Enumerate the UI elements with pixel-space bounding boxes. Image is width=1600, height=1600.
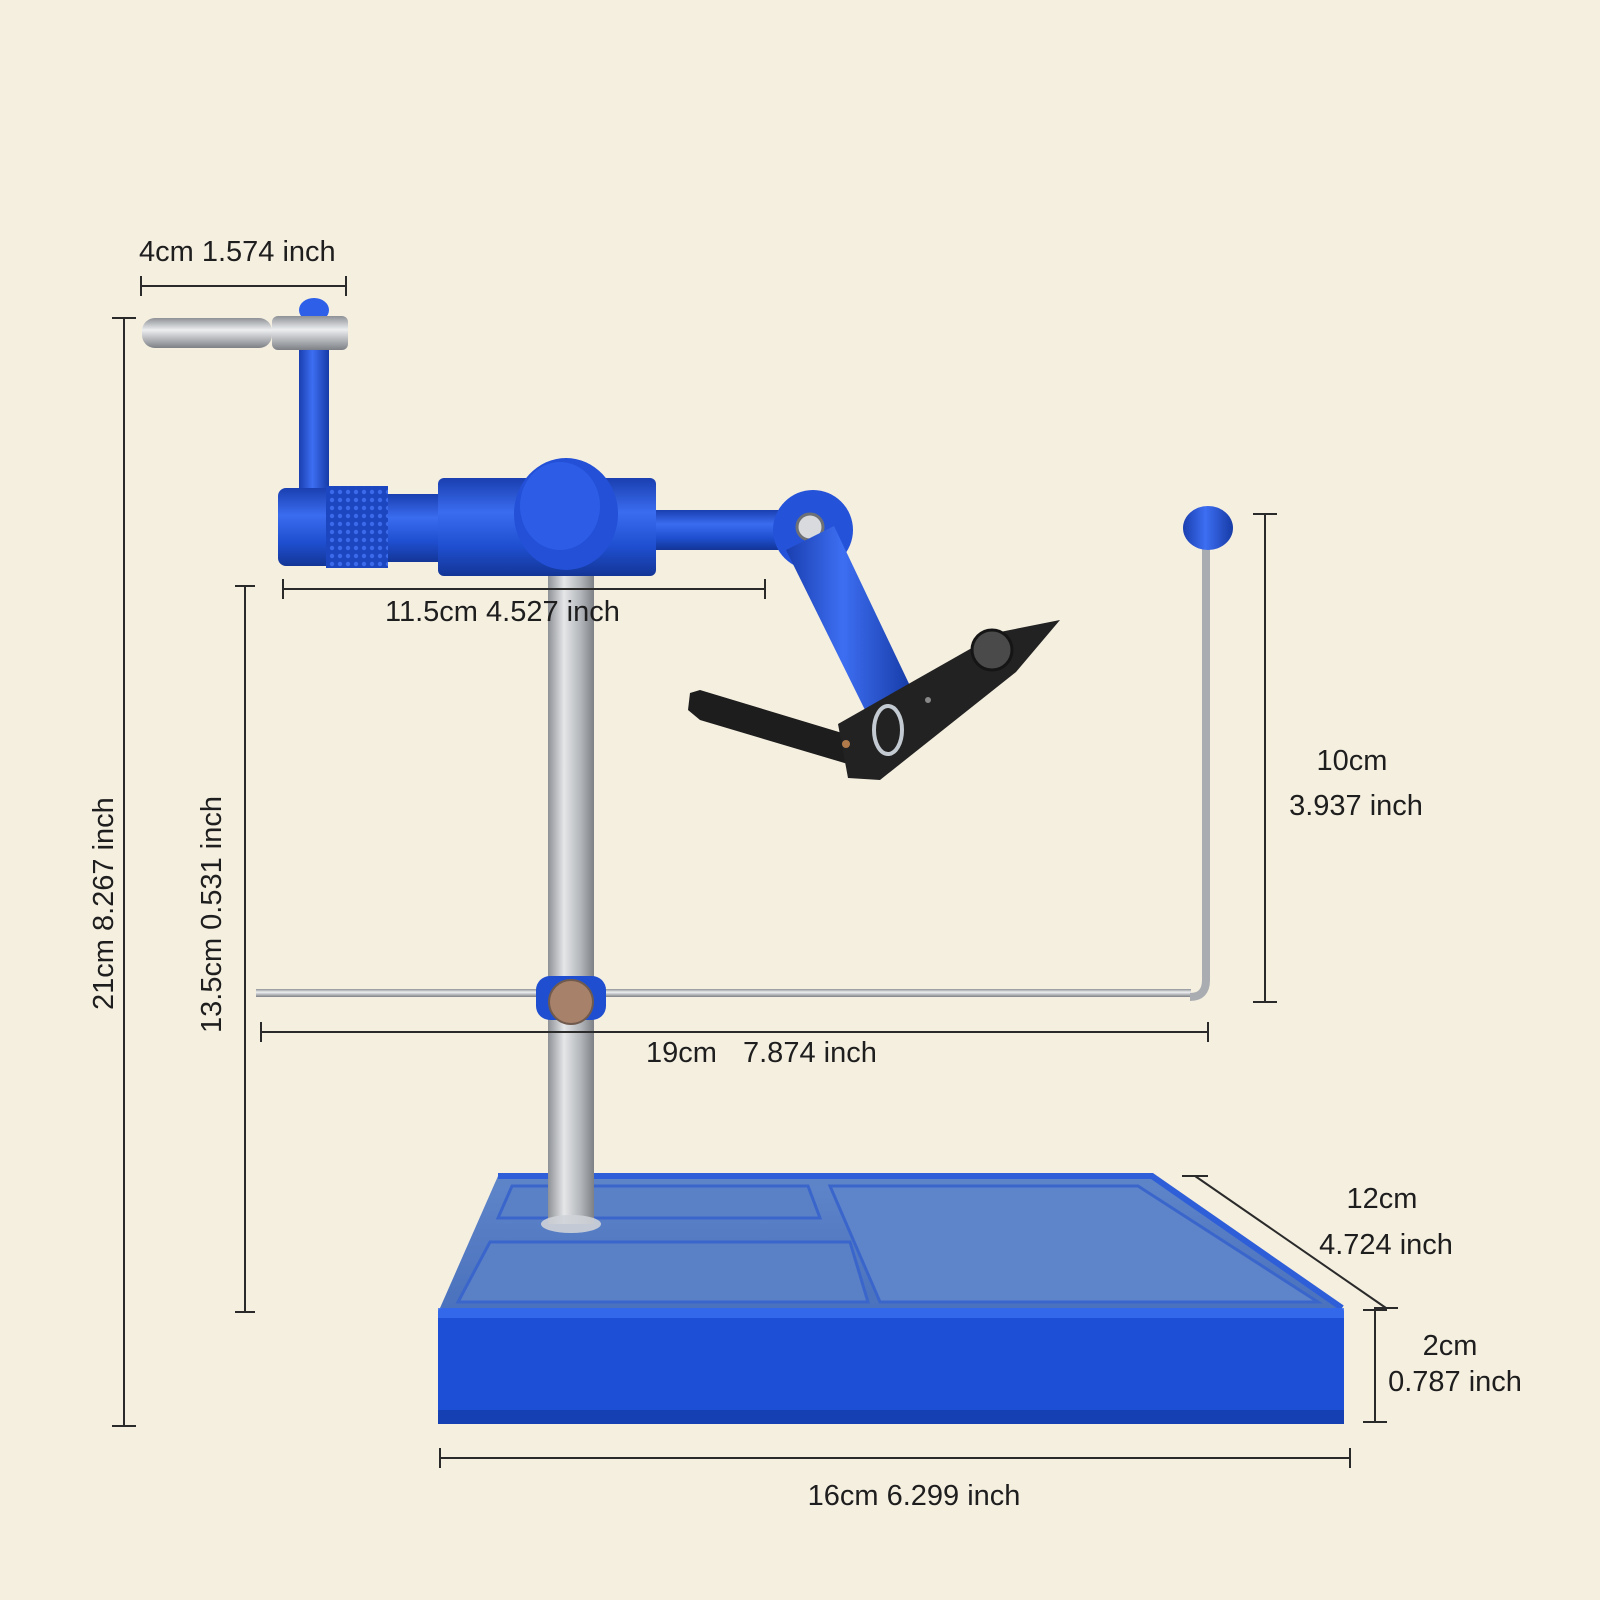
vise-head: [142, 298, 1060, 780]
bobbin-rest-rod: [256, 506, 1233, 1001]
stem-washer: [541, 1215, 601, 1233]
label-base-depth-cm: 12cm: [1346, 1183, 1418, 1215]
label-base-height-cm: 2cm: [1422, 1330, 1478, 1362]
label-rod-length-cm: 19cm: [646, 1037, 717, 1069]
dimension-lines: [112, 276, 1398, 1468]
label-base-height-inch: 0.787 inch: [1388, 1366, 1522, 1398]
rod-clamp-knob: [548, 979, 594, 1025]
tray-compartment-right: [827, 1184, 1324, 1304]
jaw-lever: [688, 690, 872, 770]
label-total-height: 21cm 8.267 inch: [88, 797, 120, 1010]
tray-compartment-top-left: [495, 1184, 823, 1220]
angled-arm: [786, 526, 912, 712]
label-rod-length-inch: 7.874 inch: [743, 1037, 877, 1069]
knurled-grip: [326, 486, 388, 568]
tray-front-face: [438, 1308, 1344, 1424]
crank-knob: [142, 318, 272, 348]
label-head-length: 11.5cm 4.527 inch: [385, 596, 620, 628]
tray-compartment-bottom-left: [455, 1240, 871, 1304]
base-tray: [438, 1173, 1344, 1424]
label-base-width: 16cm 6.299 inch: [807, 1480, 1021, 1512]
dim-line-base-depth: [1194, 1175, 1387, 1309]
head-shaft: [656, 510, 786, 550]
jaw-screw: [970, 628, 1014, 672]
rotary-handle: [299, 326, 329, 502]
label-stem-height: 13.5cm 0.531 inch: [196, 796, 228, 1033]
vertical-stem: [548, 566, 594, 1224]
label-rod-height-inch: 3.937 inch: [1289, 790, 1423, 822]
label-rod-height-cm: 10cm: [1316, 745, 1388, 777]
label-base-depth-inch: 4.724 inch: [1319, 1229, 1453, 1261]
tray-rim: [498, 1173, 1344, 1311]
label-arm-width: 4cm 1.574 inch: [139, 236, 336, 268]
o-ring: [872, 704, 904, 756]
rod-end-cap: [1183, 506, 1233, 550]
